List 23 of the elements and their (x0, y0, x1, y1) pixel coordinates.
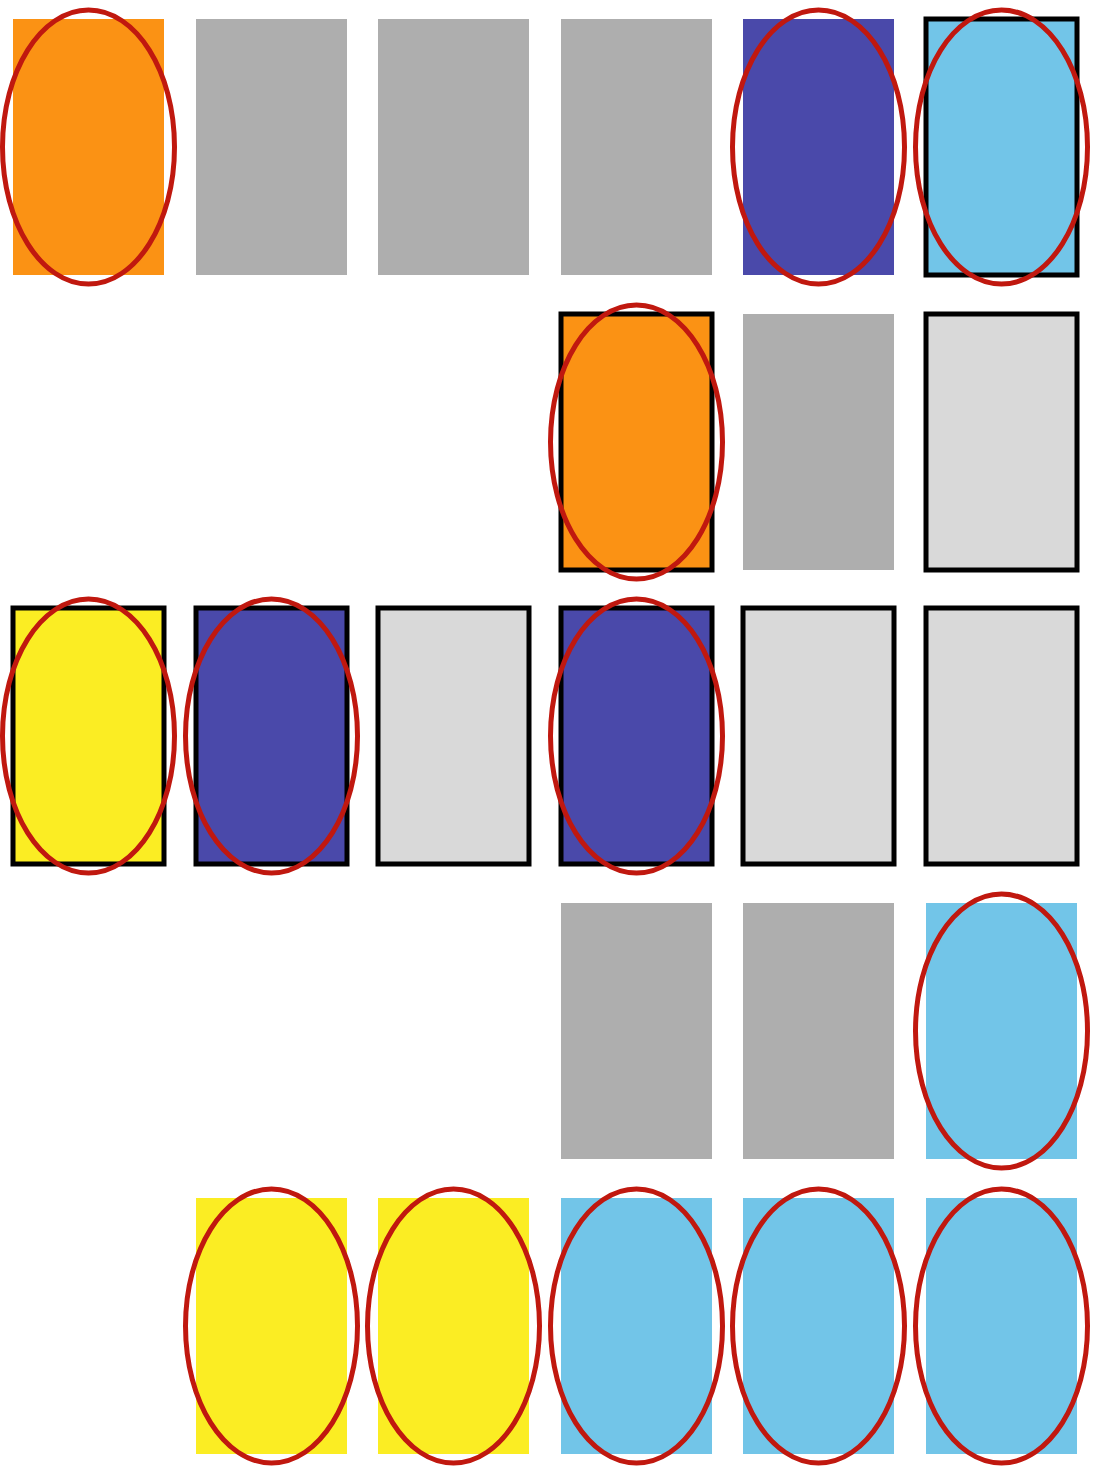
tile-box (926, 1198, 1077, 1454)
tile-box (558, 605, 715, 867)
tile-box (10, 605, 167, 867)
tile-box (375, 605, 532, 867)
tile-box (923, 311, 1080, 573)
tile-box (561, 19, 712, 275)
tile-box (193, 605, 350, 867)
tile-box (561, 903, 712, 1159)
tile-box (743, 19, 894, 275)
tile-box (743, 314, 894, 570)
tile-box (558, 311, 715, 573)
tile-box (378, 19, 529, 275)
tile-box (196, 1198, 347, 1454)
tile-box (923, 605, 1080, 867)
tile-box (743, 1198, 894, 1454)
tile-box (743, 903, 894, 1159)
tile-box (378, 1198, 529, 1454)
tile-box (740, 605, 897, 867)
tile-box (13, 19, 164, 275)
tile-box (923, 16, 1080, 278)
tile-box (196, 19, 347, 275)
tile-box (561, 1198, 712, 1454)
tile-box (926, 903, 1077, 1159)
